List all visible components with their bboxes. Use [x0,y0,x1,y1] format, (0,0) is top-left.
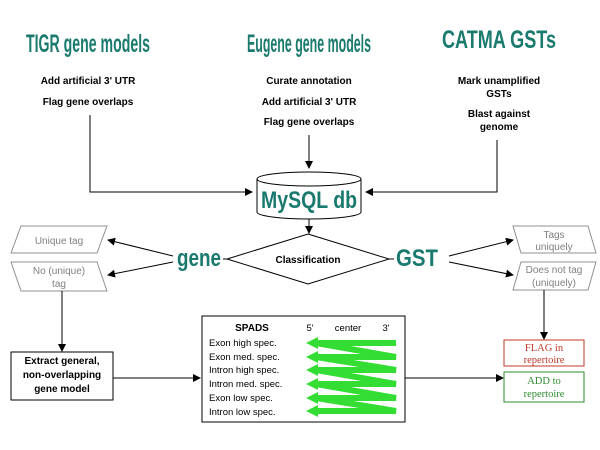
catma-step-3: Blast against [468,109,531,120]
add-repertoire-box [503,371,585,403]
spads-row-5: Exon low spec. [209,393,273,404]
extract-line-3: gene model [34,384,90,395]
spads-row-6: Intron low spec. [209,407,276,418]
tags-uniquely-line-2: uniquely [535,242,572,253]
does-not-tag-line-1: Does not tag [526,265,583,276]
catma-step-4: genome [480,122,519,133]
unique-tag-label: Unique tag [35,236,83,247]
flag-repertoire-box [503,339,585,367]
spads-zigzag [306,337,397,417]
gene-to-no-unique-tag-arrow [107,261,174,278]
zigzag-arrowhead-3 [306,364,318,376]
extract-gene-model-box [10,351,114,401]
spads-col-center: center [335,323,361,334]
eugene-step-2: Add artificial 3' UTR [262,97,357,108]
no-unique-tag-shape [10,261,108,292]
gst-to-does-not-tag-arrow [448,261,514,278]
catma-step-1: Mark unamplified [458,76,540,87]
spads-row-1: Exon high spec. [209,338,277,349]
gst-to-tags-uniquely-arrow [448,237,514,257]
eugene-step-3: Flag gene overlaps [264,117,355,128]
tigr-step-1: Add artificial 3' UTR [41,76,136,87]
spads-row-2: Exon med. spec. [209,352,280,363]
extract-line-1: Extract general, [24,356,99,367]
tigr-to-db-connector [89,115,253,196]
spads-row-3: Intron high spec. [209,365,279,376]
gst-label: GST [396,245,438,272]
db-label: MySQL db [261,187,357,214]
tags-uniquely-line-1: Tags [543,230,564,241]
tigr-title: TIGR gene models [26,30,150,58]
add-line-2: repertoire [524,389,565,400]
no-unique-tag-line-2: tag [52,279,66,290]
does-not-tag-shape [512,261,597,291]
tags-uniquely-shape [512,225,597,254]
catma-step-2: GSTs [486,89,512,100]
does-not-tag-line-2: (uniquely) [532,278,576,289]
zigzag-arrowhead-5 [306,392,318,404]
flag-line-1: FLAG in [525,343,564,354]
classification-diamond [225,233,391,285]
gene-to-unique-tag-arrow [107,237,174,257]
eugene-title: Eugene gene models [247,30,371,58]
catma-title: CATMA GSTs [442,26,556,54]
mysql-db-cylinder [256,171,362,220]
spads-col-3: 3' [382,323,389,334]
eugene-step-1: Curate annotation [266,76,352,87]
spads-row-4: Intron med. spec. [209,379,282,390]
catma-to-db-connector [365,140,498,196]
tigr-step-2: Flag gene overlaps [43,97,134,108]
classification-label: Classification [275,255,340,266]
spads-title: SPADS [235,323,269,334]
add-line-1: ADD to [527,376,561,387]
zigzag-arrowhead-1 [306,337,318,349]
zigzag-arrowhead-6 [306,405,318,417]
flag-line-2: repertoire [524,355,565,366]
no-unique-tag-line-1: No (unique) [33,266,85,277]
spads-col-5: 5' [306,323,313,334]
extract-line-2: non-overlapping [23,370,101,381]
gene-label: gene [177,245,221,272]
unique-tag-shape [10,225,108,254]
zigzag-arrowhead-4 [306,378,318,390]
zigzag-arrowhead-2 [306,351,318,363]
